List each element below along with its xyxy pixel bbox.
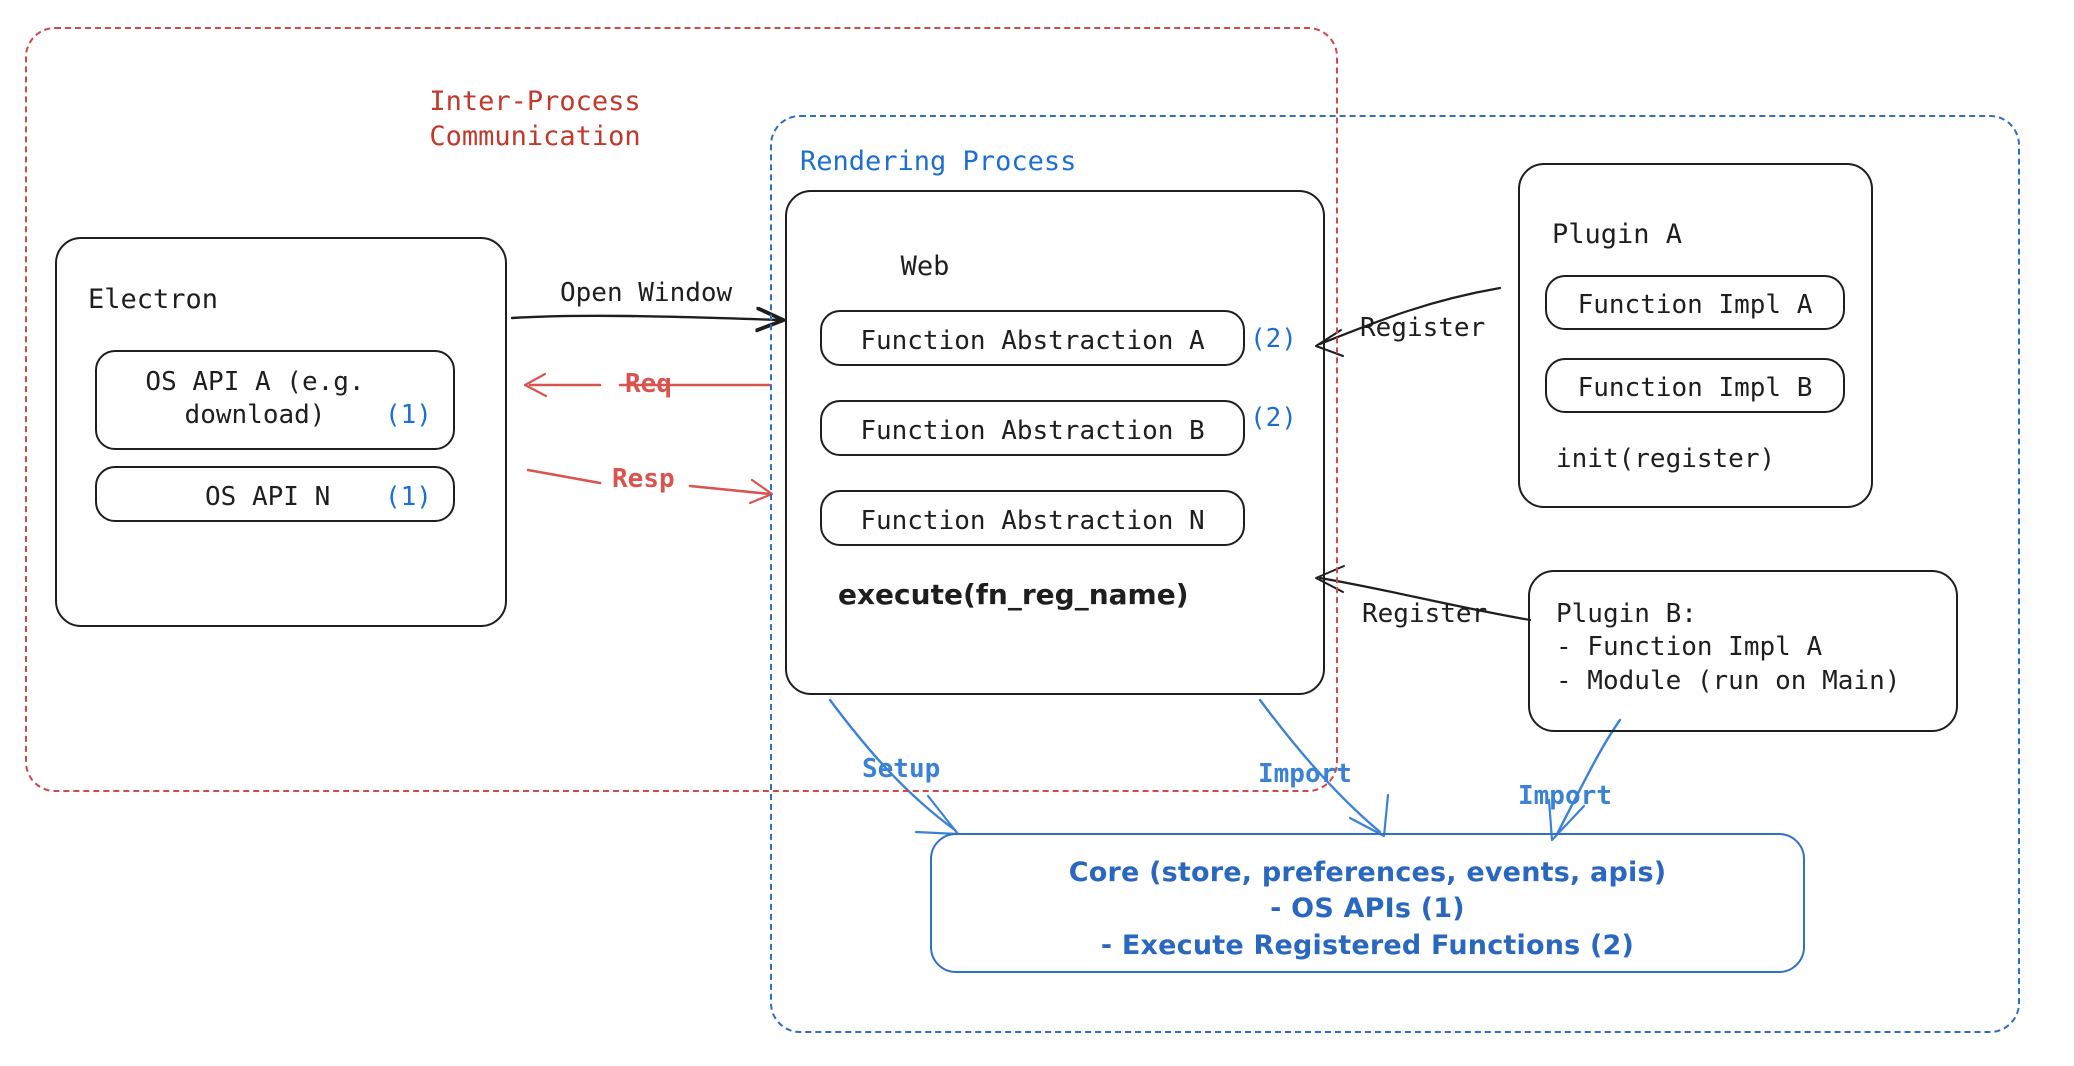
arrow-label-register-a: Register <box>1360 313 1486 343</box>
electron-box <box>55 237 507 627</box>
arrow-label-import-web: Import <box>1258 759 1352 789</box>
function-abstraction-a-box[interactable] <box>820 310 1245 366</box>
function-abstraction-n-box[interactable] <box>820 490 1245 546</box>
os-api-a-badge: (1) <box>385 400 432 430</box>
core-box <box>930 833 1805 973</box>
plugin-b-lines: Plugin B: - Function Impl A - Module (ru… <box>1556 599 1901 696</box>
arrow-label-register-b: Register <box>1362 599 1488 629</box>
os-api-a-box[interactable] <box>95 350 455 450</box>
core-lines: Core (store, preferences, events, apis) … <box>1068 857 1667 961</box>
region-rendering-process <box>770 115 2020 1033</box>
region-label-rendering-process: Rendering Process <box>800 146 1077 177</box>
electron-title: Electron <box>88 284 219 315</box>
web-execute-label: execute(fn_reg_name) <box>838 578 1189 611</box>
function-abstraction-b-box[interactable] <box>820 400 1245 456</box>
region-inter-process-communication <box>25 27 1338 792</box>
region-label-ipc: Inter-Process Communication <box>429 86 641 152</box>
arrow-label-resp: Resp <box>612 464 675 494</box>
function-abstraction-b-label: Function Abstraction B <box>860 416 1205 446</box>
arrow-label-open-window: Open Window <box>560 278 733 308</box>
arrow-label-req: Req <box>625 369 672 399</box>
arrow-label-setup: Setup <box>862 754 941 784</box>
os-api-n-badge: (1) <box>385 482 432 512</box>
function-abstraction-b-badge: (2) <box>1250 403 1297 433</box>
web-box <box>785 190 1325 695</box>
plugin-a-title: Plugin A <box>1552 219 1683 250</box>
plugin-b-box <box>1528 570 1958 732</box>
function-abstraction-n-label: Function Abstraction N <box>860 506 1205 536</box>
plugin-a-function-impl-a-box[interactable] <box>1545 275 1845 330</box>
os-api-n-box[interactable] <box>95 466 455 522</box>
plugin-a-box <box>1518 163 1873 508</box>
os-api-n-label: OS API N <box>205 482 331 512</box>
os-api-a-label: OS API A (e.g. download) <box>145 367 365 431</box>
web-title: Web <box>900 251 950 282</box>
arrow-label-import-plugin: Import <box>1518 781 1612 811</box>
plugin-a-function-impl-b-box[interactable] <box>1545 358 1845 413</box>
function-abstraction-a-label: Function Abstraction A <box>860 326 1205 356</box>
function-abstraction-a-badge: (2) <box>1250 324 1297 354</box>
plugin-a-function-impl-a-label: Function Impl A <box>1577 290 1813 320</box>
plugin-a-function-impl-b-label: Function Impl B <box>1577 373 1813 403</box>
plugin-a-init-label: init(register) <box>1556 444 1776 474</box>
